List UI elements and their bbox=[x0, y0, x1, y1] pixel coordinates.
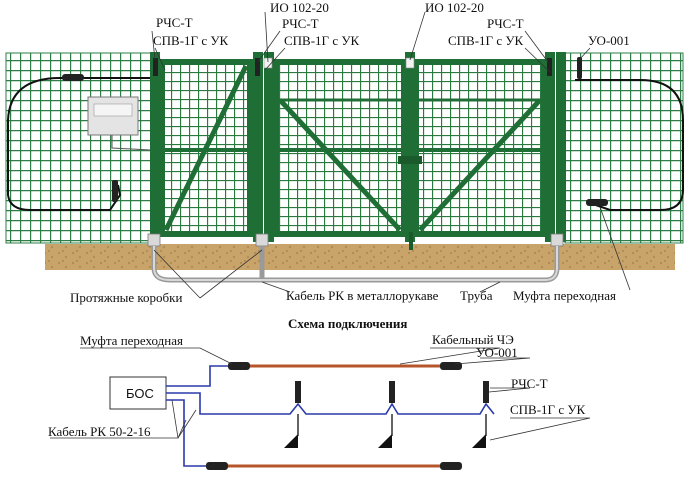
label-spv-bottom: СПВ-1Г с УК bbox=[510, 402, 586, 417]
right-coupling bbox=[586, 199, 608, 206]
bottom-leaders bbox=[153, 206, 631, 299]
label-coupling-top: Муфта переходная bbox=[513, 288, 616, 303]
right-fence-sensing-cable bbox=[575, 79, 684, 211]
top-leaders bbox=[151, 11, 591, 73]
scheme-leaders bbox=[50, 347, 591, 441]
label-rchs-t-mid: РЧС-Т bbox=[282, 16, 319, 31]
left-coupling bbox=[112, 180, 118, 202]
gate-stopper bbox=[409, 232, 413, 250]
rchs-sensors bbox=[153, 58, 552, 76]
wicket-gate bbox=[159, 59, 253, 237]
junction-boxes bbox=[147, 233, 564, 247]
control-box bbox=[87, 96, 151, 151]
scheme-top-line bbox=[166, 362, 462, 387]
label-rchs-t-bottom: РЧС-Т bbox=[511, 376, 548, 391]
scheme-middle-line bbox=[166, 381, 495, 448]
label-spv-mid: СПВ-1Г с УК bbox=[284, 33, 360, 48]
ground-strip bbox=[45, 244, 675, 270]
left-fence-sensing-cable bbox=[7, 77, 150, 211]
label-uo-top: УО-001 bbox=[588, 33, 630, 48]
scheme-title: Схема подключения bbox=[288, 316, 407, 331]
gate-posts bbox=[150, 52, 566, 242]
bos-label: БОС bbox=[126, 386, 154, 401]
label-uo-bottom: УО-001 bbox=[476, 345, 518, 360]
label-io-left: ИО 102-20 bbox=[270, 0, 329, 15]
label-spv-right: СПВ-1Г с УК bbox=[448, 33, 524, 48]
left-uo-unit bbox=[62, 74, 84, 81]
label-io-right: ИО 102-20 bbox=[425, 0, 484, 15]
gate-latch bbox=[398, 156, 422, 164]
right-fence bbox=[564, 52, 684, 244]
label-junction-boxes: Протяжные коробки bbox=[70, 290, 182, 305]
right-uo-unit bbox=[577, 57, 582, 79]
label-coupling-bottom: Муфта переходная bbox=[80, 333, 183, 348]
gate-leaf-left bbox=[273, 59, 407, 237]
label-cable-conduit: Кабель РК в металлорукаве bbox=[286, 288, 439, 303]
left-fence bbox=[5, 52, 155, 244]
label-spv-left: СПВ-1Г с УК bbox=[153, 33, 229, 48]
label-rk-cable: Кабель РК 50-2-16 bbox=[48, 424, 151, 439]
label-rchs-t-right: РЧС-Т bbox=[487, 16, 524, 31]
label-rchs-t-left: РЧС-Т bbox=[156, 15, 193, 30]
gate-leaf-right bbox=[413, 59, 547, 237]
label-pipe: Труба bbox=[460, 288, 493, 303]
label-sensing-cable: Кабельный ЧЭ bbox=[432, 332, 514, 347]
scheme-bottom-line bbox=[166, 399, 462, 470]
